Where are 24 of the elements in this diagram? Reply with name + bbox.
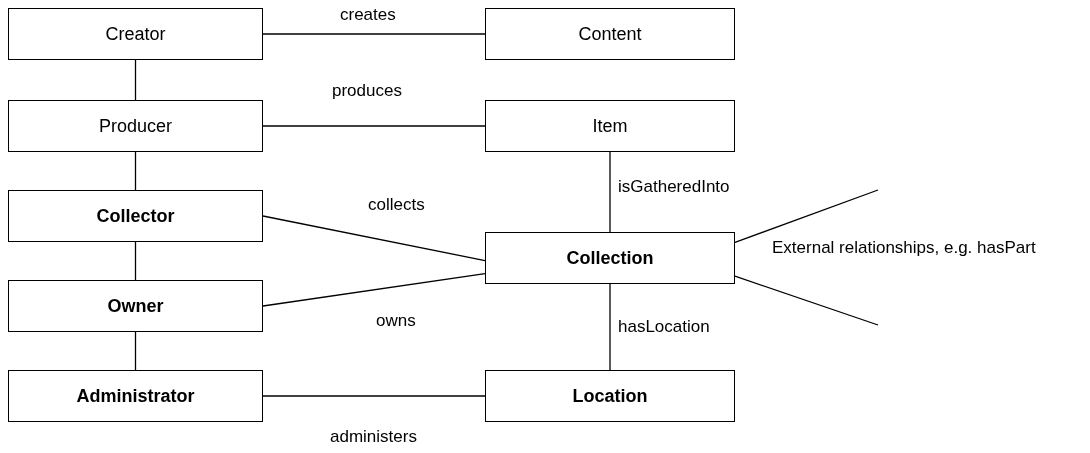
connector-line xyxy=(134,59,137,101)
connector-line xyxy=(734,275,879,326)
connector-line xyxy=(134,241,137,281)
entity-box: Creator xyxy=(8,8,263,60)
entity-box: Collector xyxy=(8,190,263,242)
connector-line xyxy=(134,151,137,191)
entity-box: Location xyxy=(485,370,735,422)
connector-line xyxy=(262,33,486,35)
note-text: External relationships, e.g. hasPart xyxy=(772,238,1037,259)
connector-line xyxy=(609,283,611,371)
connector-line xyxy=(262,272,486,307)
connector-line xyxy=(734,189,879,244)
entity-box: Administrator xyxy=(8,370,263,422)
edge-label: produces xyxy=(332,82,402,101)
connector-line xyxy=(134,331,137,371)
connector-line xyxy=(262,395,486,397)
entity-box: Item xyxy=(485,100,735,152)
entity-box: Owner xyxy=(8,280,263,332)
entity-box: Content xyxy=(485,8,735,60)
entity-box: Collection xyxy=(485,232,735,284)
connector-line xyxy=(262,215,486,262)
connector-line xyxy=(262,125,486,127)
entity-box: Producer xyxy=(8,100,263,152)
connector-line xyxy=(609,151,611,233)
